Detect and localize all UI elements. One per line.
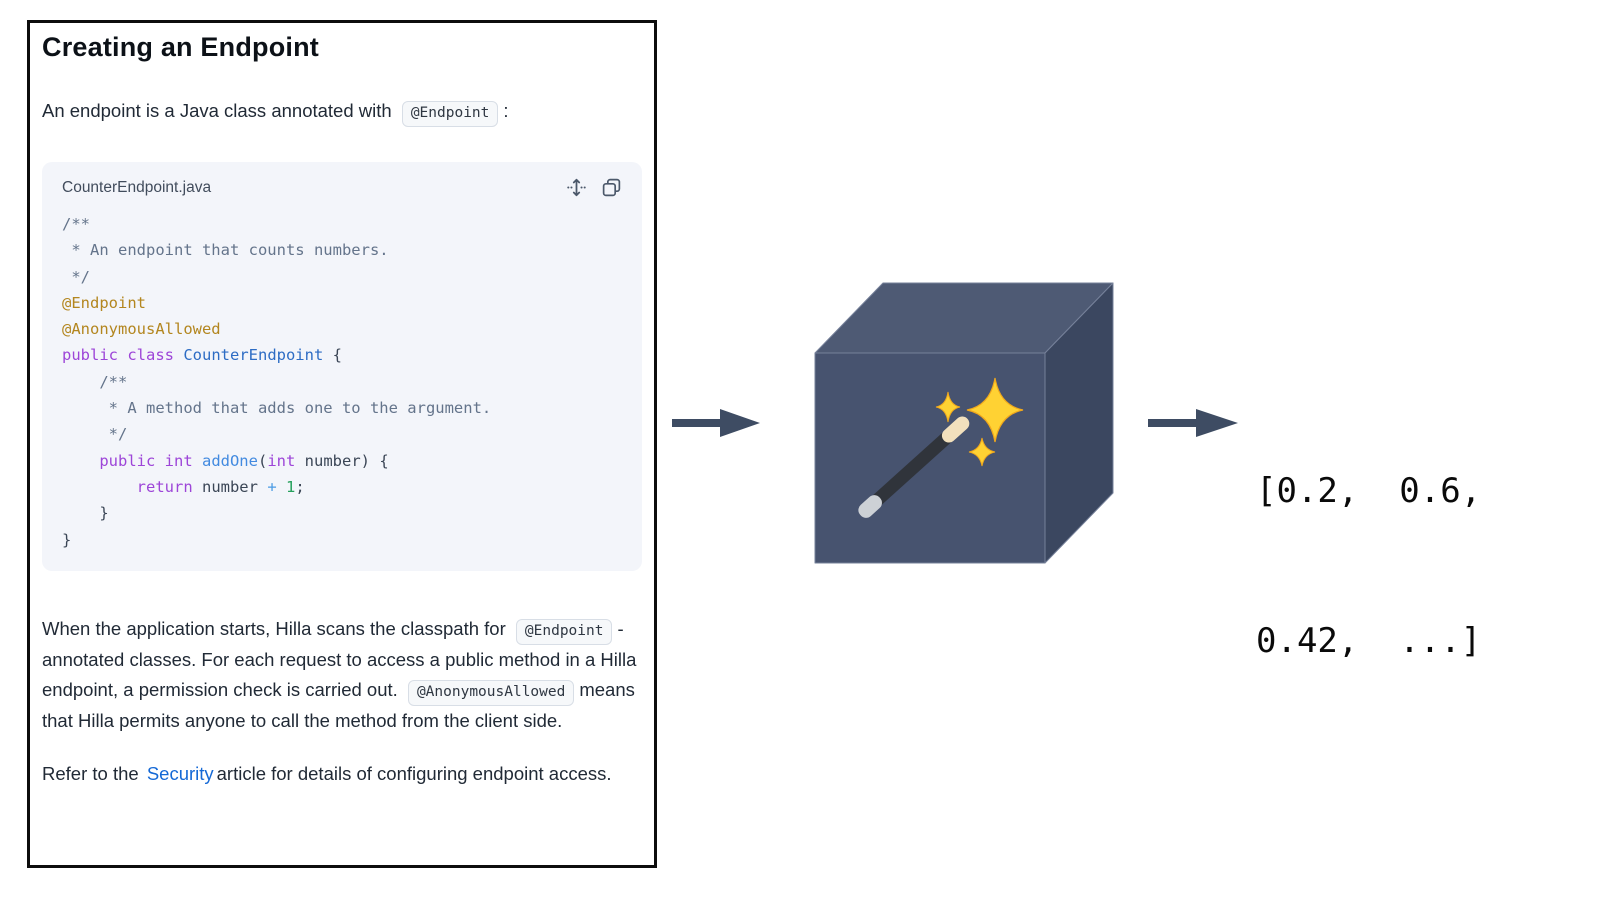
code-line: public class CounterEndpoint { <box>62 346 342 365</box>
inline-code: @Endpoint <box>515 618 613 645</box>
code-line: return number + 1; <box>62 477 305 496</box>
text-run: article for details of configuring endpo… <box>216 762 612 784</box>
code-line: public int addOne(int number) { <box>62 451 389 470</box>
text-run: -annotated classes. For each request to … <box>42 617 637 701</box>
magic-wand-icon <box>858 416 970 518</box>
expand-vertical-icon[interactable] <box>566 177 587 198</box>
code-line: * An endpoint that counts numbers. <box>62 241 389 260</box>
output-array-line: 0.42, ...] <box>1256 621 1482 661</box>
code-line: */ <box>62 425 128 444</box>
text-run: An endpoint is a Java class annotated wi… <box>42 100 392 121</box>
security-link[interactable]: Security <box>146 762 214 784</box>
page-title: Creating an Endpoint <box>42 32 319 62</box>
text-run: Refer to the <box>42 762 139 784</box>
flow-arrow-left <box>672 409 760 437</box>
inline-code: @Endpoint <box>401 101 499 127</box>
code-content: /** * An endpoint that counts numbers. *… <box>62 211 622 553</box>
text-run: means that Hilla permits anyone to call … <box>42 679 635 732</box>
intro-paragraph: An endpoint is a Java class annotated wi… <box>42 96 642 127</box>
code-line: } <box>62 504 109 523</box>
code-line: } <box>62 530 72 549</box>
copy-icon[interactable] <box>601 177 622 198</box>
output-array-line: [0.2, 0.6, <box>1256 471 1482 511</box>
doc-panel: Creating an Endpoint An endpoint is a Ja… <box>27 20 657 868</box>
code-line: @Endpoint <box>62 293 146 312</box>
text-run: : <box>503 100 509 121</box>
code-line: */ <box>62 267 90 286</box>
magic-box-illustration <box>814 282 1114 564</box>
inline-code: @AnonymousAllowed <box>407 680 575 707</box>
code-line: /** <box>62 372 128 391</box>
body-paragraph-1: When the application starts, Hilla scans… <box>42 614 642 737</box>
code-card: CounterEndpoint.java <box>42 162 642 571</box>
endpoint-output-array: [0.2, 0.6, 0.42, ...] <box>1256 366 1481 766</box>
code-line: @AnonymousAllowed <box>62 320 221 339</box>
text-run: When the application starts, Hilla scans… <box>42 617 506 639</box>
code-line: /** <box>62 215 90 233</box>
code-card-header: CounterEndpoint.java <box>62 177 622 198</box>
code-actions <box>566 177 622 198</box>
code-filename: CounterEndpoint.java <box>62 178 212 196</box>
sparkles-icon <box>935 377 1024 467</box>
flow-arrow-right <box>1148 409 1238 437</box>
code-line: * A method that adds one to the argument… <box>62 399 492 418</box>
